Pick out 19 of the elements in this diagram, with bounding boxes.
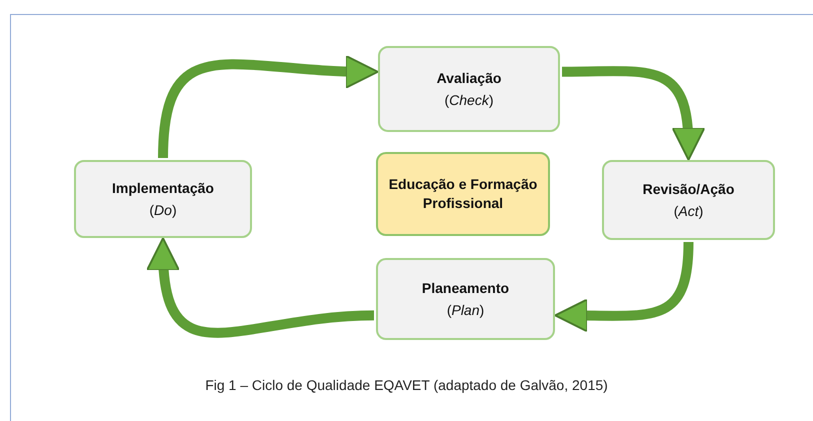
stage-box	[378, 46, 560, 132]
stage-subtitle: (Act)	[672, 202, 704, 220]
curved-arrow	[147, 237, 374, 338]
curved-arrow	[158, 54, 379, 158]
stage-box	[602, 160, 775, 240]
curved-arrow	[562, 66, 705, 161]
stage-title: Avaliação	[436, 68, 502, 88]
stage-title: Educação e Formação Profissional	[388, 175, 538, 213]
stage-subtitle: (Check)	[443, 90, 495, 110]
stage-subtitle: (Do)	[148, 200, 178, 220]
stage-box	[376, 258, 555, 340]
stage-title: Revisão/Ação	[642, 180, 736, 198]
center-box	[376, 152, 550, 236]
stage-title: Implementação	[111, 178, 215, 198]
figure-caption: Fig 1 – Ciclo de Qualidade EQAVET (adaptado de Galvão, 2015)	[204, 376, 609, 395]
stage-title: Planeamento	[420, 278, 510, 298]
curved-arrow	[554, 242, 694, 333]
stage-box	[74, 160, 252, 238]
stage-subtitle: (Plan)	[446, 300, 486, 320]
